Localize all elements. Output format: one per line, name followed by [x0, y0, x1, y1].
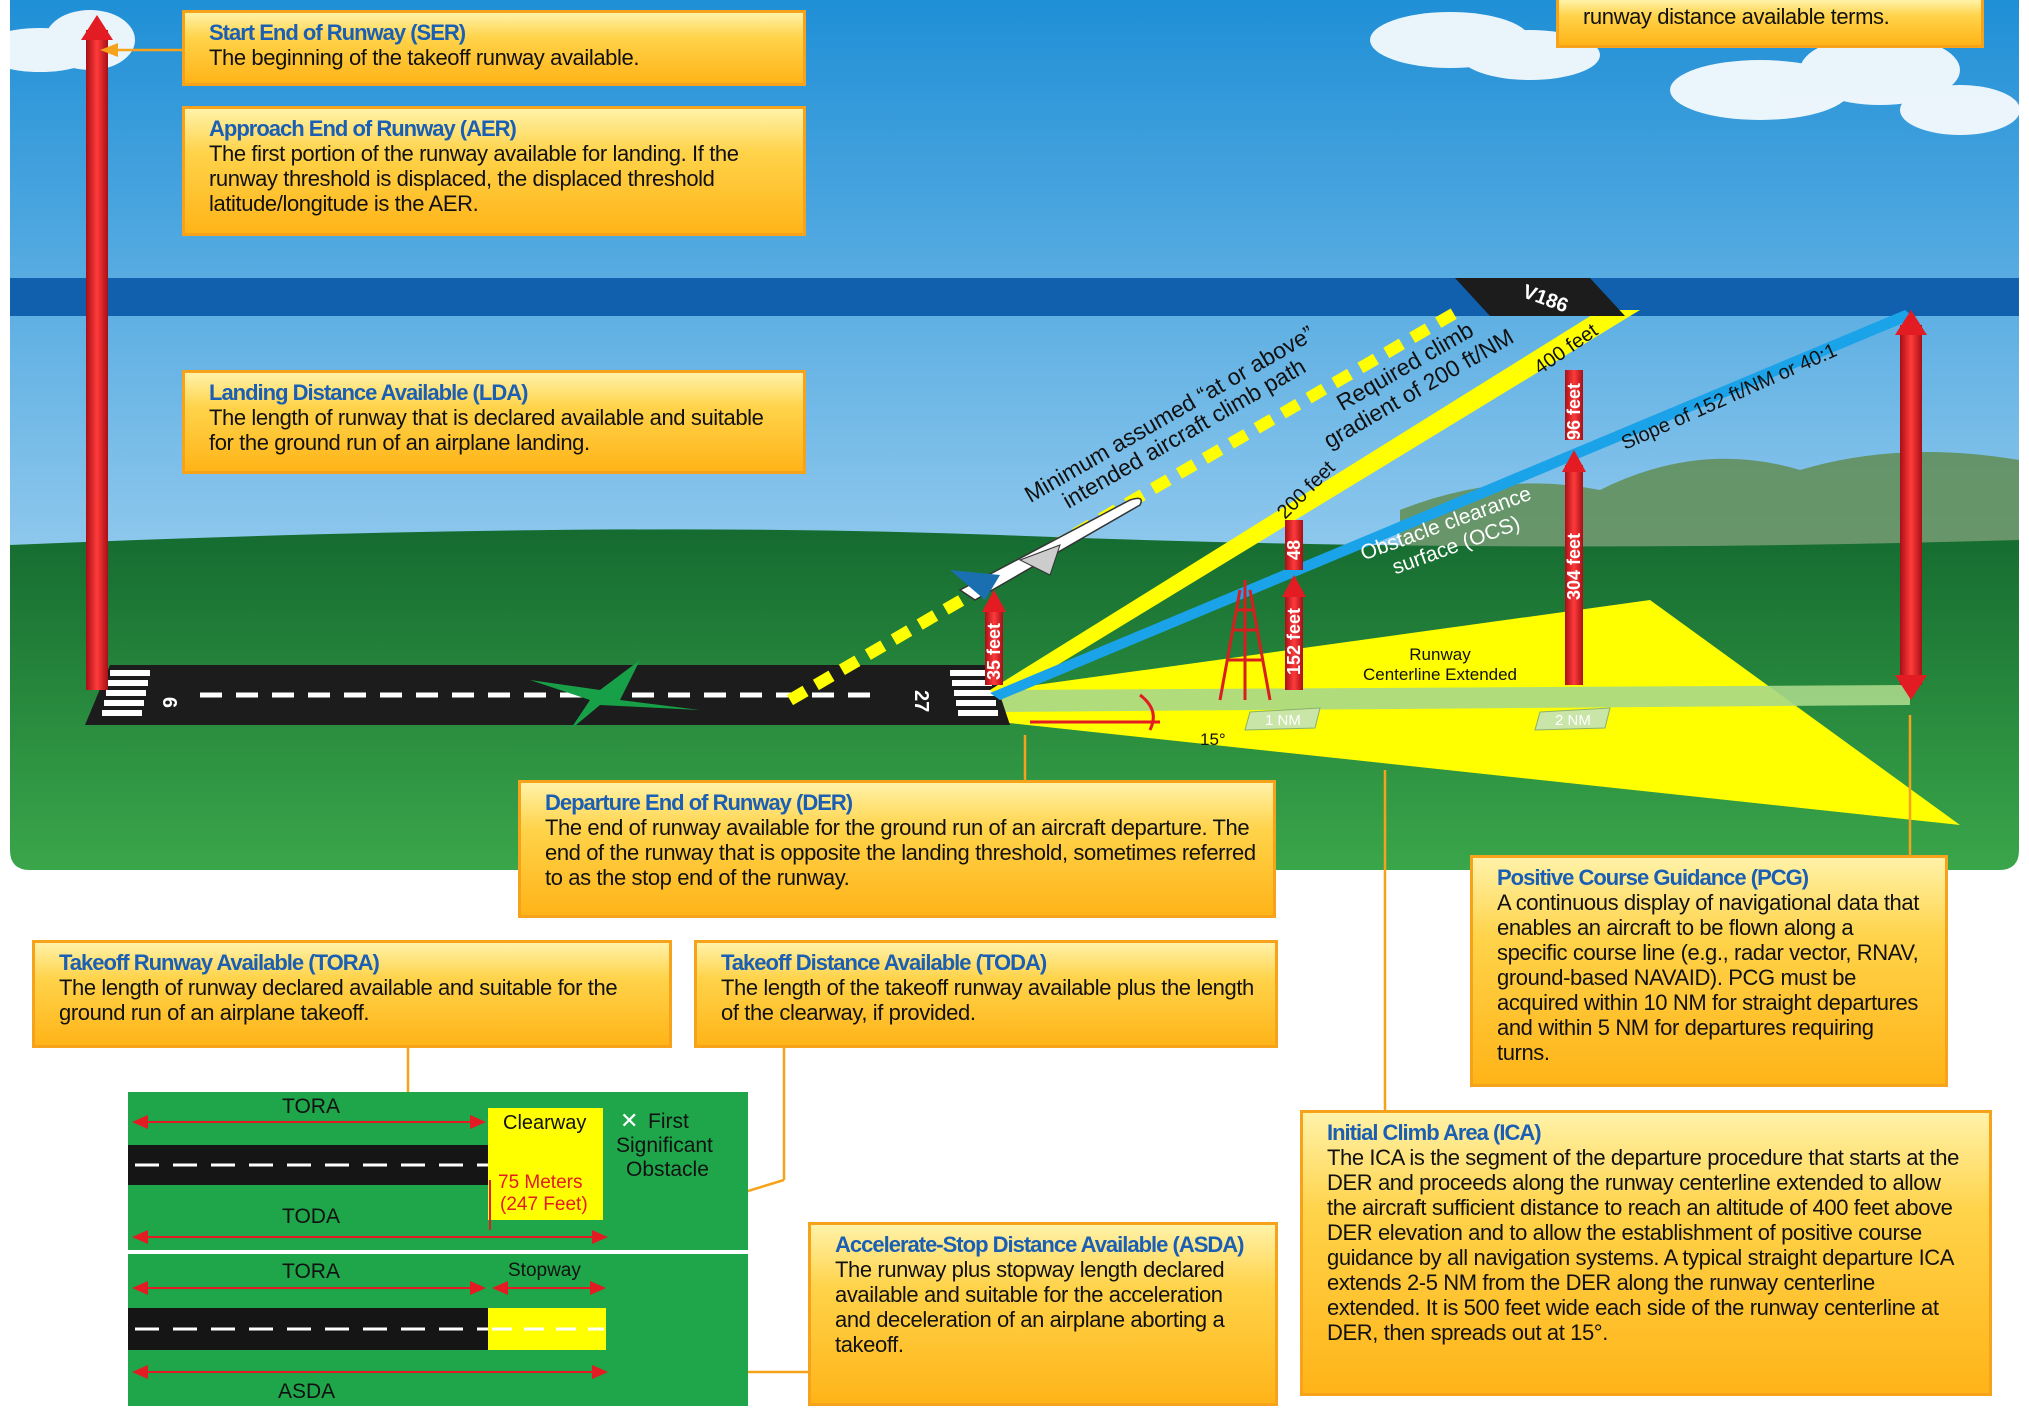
pcg-desc: A continuous display of navigational dat… — [1497, 890, 1919, 1065]
pcg-title: Positive Course Guidance (PCG) — [1497, 865, 1809, 890]
inset-feet: (247 Feet) — [500, 1194, 588, 1215]
runway-distance-inset: ✕ — [128, 1092, 748, 1406]
toda-box: Takeoff Distance Available (TODA) The le… — [694, 940, 1278, 1048]
initial-climb-area — [1000, 600, 1960, 825]
airplane-icon — [950, 497, 1142, 601]
ser-title: Start End of Runway (SER) — [209, 20, 466, 45]
inset-obstacle-3: Obstacle — [626, 1158, 709, 1181]
label-15-degrees: 15° — [1200, 730, 1226, 749]
ica-title: Initial Climb Area (ICA) — [1327, 1120, 1542, 1145]
angle-arc — [1139, 693, 1155, 731]
inset-obstacle-1: First — [648, 1110, 689, 1133]
inset-clearway-label: Clearway — [503, 1112, 587, 1134]
der-box: Departure End of Runway (DER) The end of… — [518, 780, 1276, 918]
climb-gradient-beam — [990, 310, 1640, 700]
aer-desc: The first portion of the runway availabl… — [209, 141, 739, 216]
ica-desc: The ICA is the segment of the departure … — [1327, 1145, 1959, 1345]
inset-arrows — [140, 1121, 600, 1373]
aer-title: Approach End of Runway (AER) — [209, 116, 517, 141]
label-2-nm: 2 NM — [1555, 712, 1591, 729]
arrow-304-feet — [1565, 465, 1583, 685]
label-1-nm: 1 NM — [1265, 712, 1301, 729]
inset-asda: ASDA — [278, 1380, 336, 1403]
inset-clearway — [488, 1108, 603, 1220]
ser-leader-arrow — [100, 43, 118, 57]
runway-number-right: 27 — [910, 690, 932, 712]
threshold-markings — [102, 670, 998, 716]
centerline-extended — [1000, 685, 1910, 712]
lda-title: Landing Distance Available (LDA) — [209, 380, 528, 405]
lda-box: Landing Distance Available (LDA) The len… — [182, 370, 806, 474]
inset-arrowheads — [132, 1115, 608, 1379]
lda-desc: The length of runway that is declared av… — [209, 405, 764, 455]
clouds — [0, 10, 2020, 135]
label-48: 48 — [1284, 540, 1304, 560]
airway-label-bg — [1455, 278, 1625, 316]
tora-desc: The length of runway declared available … — [59, 975, 618, 1025]
min-climb-path — [786, 304, 1464, 706]
obstacle-x-icon: ✕ — [620, 1108, 638, 1133]
arrow-304-top — [1562, 450, 1586, 472]
right-arrow-bottom — [1895, 675, 1927, 700]
asda-title: Accelerate-Stop Distance Available (ASDA… — [835, 1232, 1245, 1257]
toda-desc: The length of the takeoff runway availab… — [721, 975, 1254, 1025]
tora-title: Takeoff Runway Available (TORA) — [59, 950, 380, 975]
ser-arrow-top — [81, 15, 113, 40]
arrow-35-top — [982, 590, 1006, 612]
pcg-box: Positive Course Guidance (PCG) A continu… — [1470, 855, 1948, 1087]
inset-stopway-label: Stopway — [508, 1260, 581, 1281]
right-height-bar — [1900, 325, 1922, 685]
toda-title: Takeoff Distance Available (TODA) — [721, 950, 1047, 975]
arrow-152-top — [1282, 575, 1306, 597]
ica-box: Initial Climb Area (ICA) The ICA is the … — [1300, 1110, 1992, 1396]
inset-tora-bottom: TORA — [282, 1260, 340, 1283]
der-desc: The end of runway available for the grou… — [545, 815, 1256, 890]
right-arrow-top — [1895, 310, 1927, 335]
label-35-feet: 35 feet — [984, 623, 1004, 680]
asda-desc: The runway plus stopway length declared … — [835, 1257, 1225, 1357]
top-right-box: runway distance available terms. — [1556, 0, 1984, 48]
arrow-152-feet — [1285, 590, 1303, 690]
ser-box: Start End of Runway (SER) The beginning … — [182, 10, 806, 86]
arrow-35-feet — [985, 605, 1003, 685]
runway-break-symbol — [530, 660, 700, 730]
top-right-desc: runway distance available terms. — [1583, 4, 1890, 29]
asda-box: Accelerate-Stop Distance Available (ASDA… — [808, 1222, 1278, 1406]
ser-height-bar — [86, 30, 108, 690]
inset-obstacle-2: Significant — [616, 1134, 713, 1157]
nm-2-marker — [1534, 707, 1611, 731]
airway-band — [10, 278, 2019, 316]
aer-box: Approach End of Runway (AER) The first p… — [182, 106, 806, 236]
label-304-feet: 304 feet — [1564, 533, 1584, 600]
tora-box: Takeoff Runway Available (TORA) The leng… — [32, 940, 672, 1048]
inset-meters: 75 Meters — [498, 1172, 583, 1193]
arrow-48-feet — [1285, 520, 1303, 570]
inset-toda: TODA — [282, 1205, 340, 1228]
der-title: Departure End of Runway (DER) — [545, 790, 853, 815]
centerline-line2: Centerline Extended — [1363, 665, 1517, 684]
nm-1-marker — [1244, 707, 1321, 731]
runway — [85, 665, 1010, 725]
arrow-96-feet — [1565, 370, 1583, 440]
distant-hills — [1400, 452, 2019, 560]
inset-tora-top: TORA — [282, 1095, 340, 1118]
centerline-line1: Runway — [1409, 645, 1471, 664]
ser-desc: The beginning of the takeoff runway avai… — [209, 45, 640, 70]
ocs-beam — [990, 310, 1915, 700]
runway-number-left: 9 — [160, 697, 182, 708]
obstacle-tower-icon — [1218, 580, 1272, 701]
label-152-feet: 152 feet — [1284, 608, 1304, 675]
label-96-feet: 96 feet — [1564, 383, 1584, 440]
